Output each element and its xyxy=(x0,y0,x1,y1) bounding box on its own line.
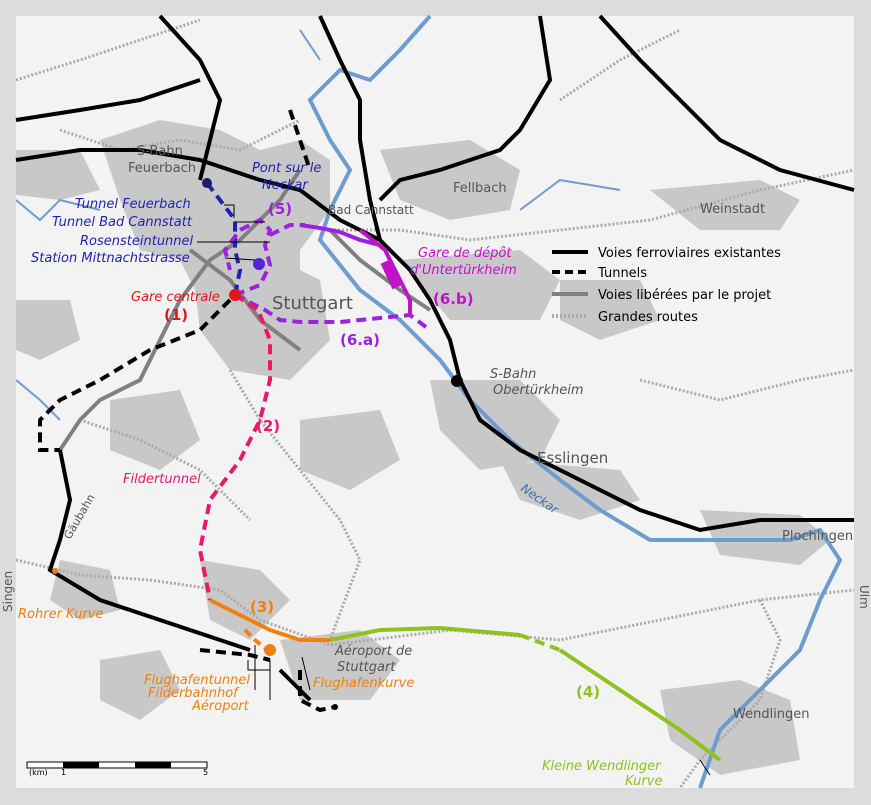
label-rohrer-kurve: Rohrer Kurve xyxy=(18,607,104,622)
label-singen: Singen xyxy=(1,571,15,612)
label-feuerbach-2: Feuerbach xyxy=(128,161,196,176)
label-obertuerkheim-2: Obertürkheim xyxy=(493,383,584,398)
label-station-mittnacht: Station Mittnachtstrasse xyxy=(31,251,190,266)
label-flughafentunnel: Flughafentunnel xyxy=(144,673,250,688)
label-rosensteintunnel: Rosensteintunnel xyxy=(80,234,194,249)
label-feuerbach-1: S-Bahn xyxy=(137,144,183,159)
legend-label-roads: Grandes routes xyxy=(598,310,698,325)
label-gare-depot-1: Gare de dépôt xyxy=(418,246,512,261)
label-fellbach: Fellbach xyxy=(453,181,507,196)
legend: Voies ferroviaires existantes Tunnels Vo… xyxy=(552,246,781,325)
existing-tracks xyxy=(15,14,855,702)
tunnels-existing xyxy=(38,109,336,713)
label-tunnel-feuerbach: Tunnel Feuerbach xyxy=(75,197,191,212)
scale-bar-unit: (km) xyxy=(29,768,48,777)
label-num4: (4) xyxy=(576,683,600,701)
label-kleine-wendlinger-1: Kleine Wendlinger xyxy=(542,759,662,774)
urban-areas xyxy=(16,120,830,775)
major-roads xyxy=(15,18,855,789)
label-kleine-wendlinger-2: Kurve xyxy=(625,774,662,789)
depot-station-marker xyxy=(380,258,404,290)
legend-label-existing: Voies ferroviaires existantes xyxy=(598,246,781,261)
label-pont-1: Pont sur le xyxy=(252,161,321,176)
scale-bar-segment xyxy=(135,762,171,768)
scale-bar-segment xyxy=(63,762,99,768)
label-num2: (2) xyxy=(256,417,280,435)
label-wendlingen: Wendlingen xyxy=(733,707,810,722)
airport-station-dot xyxy=(264,644,276,656)
label-filderbahnhof: Filderbahnhof xyxy=(148,686,240,701)
label-aeroport-2: Stuttgart xyxy=(337,660,396,675)
project-lines xyxy=(197,181,722,762)
label-pont-2: Neckar xyxy=(262,178,309,193)
central-station-dot xyxy=(229,289,241,301)
label-num6a: (6.a) xyxy=(340,331,380,349)
label-tunnel-bad-cannstatt: Tunnel Bad Cannstatt xyxy=(52,215,193,230)
freed-tracks xyxy=(58,168,432,452)
label-num3: (3) xyxy=(250,598,274,616)
legend-label-tunnels: Tunnels xyxy=(597,266,647,281)
rohrer-kurve-dot xyxy=(52,568,58,574)
label-stuttgart: Stuttgart xyxy=(272,293,353,314)
label-num1: (1) xyxy=(164,306,188,324)
label-plochingen: Plochingen xyxy=(782,529,853,544)
feuerbach-station-dot xyxy=(202,178,212,188)
label-obertuerkheim-1: S-Bahn xyxy=(490,367,536,382)
label-aeroport-station: Aéroport xyxy=(191,699,250,714)
label-fildertunnel: Fildertunnel xyxy=(123,472,201,487)
scale-bar-tick-5: 5 xyxy=(203,768,208,777)
place-labels: S-Bahn Feuerbach Fellbach Weinstadt Bad … xyxy=(1,144,871,722)
project-annotations: Pont sur le Neckar (5) Tunnel Feuerbach … xyxy=(18,161,662,789)
label-num5: (5) xyxy=(268,200,292,218)
label-gare-depot-2: d'Untertürkheim xyxy=(410,263,517,278)
label-bad-cannstatt: Bad Cannstatt xyxy=(328,203,414,217)
leader-lines xyxy=(197,204,711,776)
label-weinstadt: Weinstadt xyxy=(700,202,765,217)
mittnacht-station-dot xyxy=(253,258,265,270)
scale-bar: (km) 1 5 xyxy=(26,761,208,777)
scale-bar-outline xyxy=(26,761,208,769)
label-num6b: (6.b) xyxy=(433,290,474,308)
scale-bar-tick-1: 1 xyxy=(61,768,66,777)
label-flughafenkurve: Flughafenkurve xyxy=(313,676,414,691)
label-ulm: Ulm xyxy=(857,585,871,609)
label-esslingen: Esslingen xyxy=(537,449,608,467)
label-aeroport-1: Aéroport de xyxy=(334,644,412,659)
label-gare-centrale: Gare centrale xyxy=(131,290,220,305)
obertuerkheim-station-dot xyxy=(451,375,463,387)
legend-label-freed: Voies libérées par le projet xyxy=(598,288,771,303)
airport-end-dot xyxy=(332,704,338,710)
